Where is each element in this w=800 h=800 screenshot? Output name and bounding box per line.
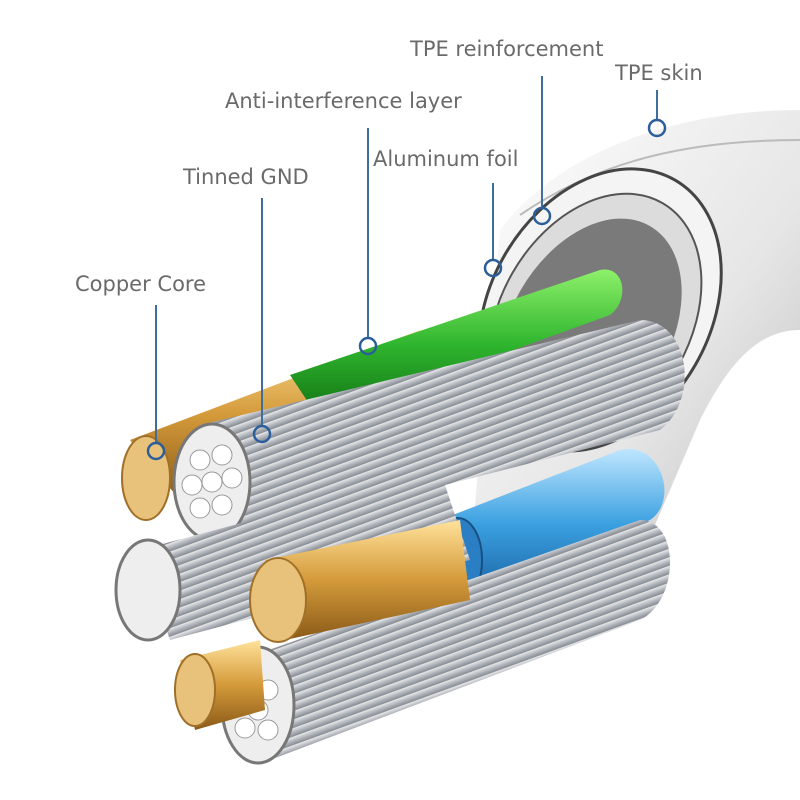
label-copper-core: Copper Core — [75, 272, 206, 461]
marker-circle — [483, 258, 503, 278]
label-tinned-gnd: Tinned GND — [182, 165, 309, 444]
label-text: TPE reinforcement — [409, 37, 603, 61]
label-text: Tinned GND — [182, 165, 309, 189]
label-aluminum-foil: Aluminum foil — [373, 147, 518, 278]
label-text: Copper Core — [75, 272, 206, 296]
marker-circle — [647, 118, 667, 138]
marker-circle — [532, 206, 552, 226]
marker-circle — [252, 424, 272, 444]
label-text: TPE skin — [614, 61, 703, 85]
label-tpe-skin: TPE skin — [614, 61, 703, 138]
green-wire — [290, 269, 623, 420]
marker-circle — [146, 441, 166, 461]
label-text: Anti-interference layer — [225, 89, 462, 113]
label-anti-interference-layer: Anti-interference layer — [225, 89, 462, 356]
label-text: Aluminum foil — [373, 147, 518, 171]
copper-wire-front — [121, 435, 470, 730]
label-tpe-reinforcement: TPE reinforcement — [409, 37, 603, 226]
tinned-gnd-bundle — [172, 320, 685, 542]
marker-circle — [358, 336, 378, 356]
